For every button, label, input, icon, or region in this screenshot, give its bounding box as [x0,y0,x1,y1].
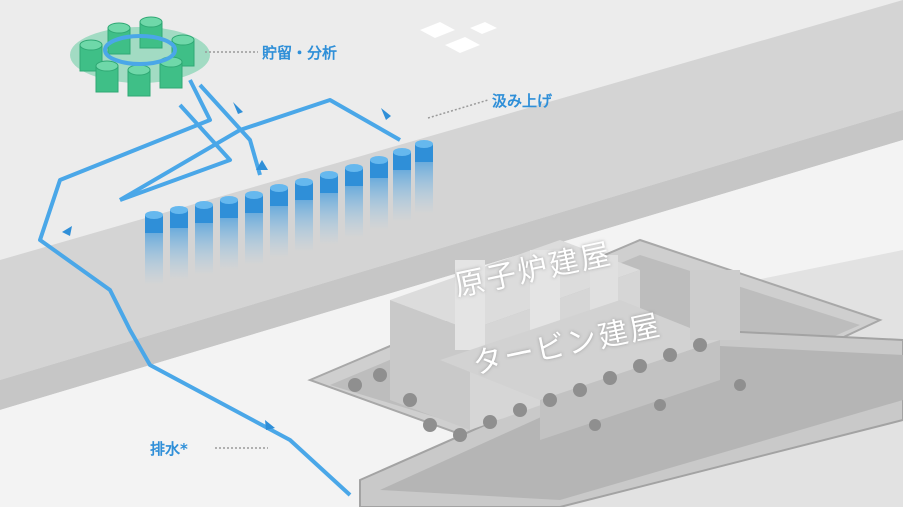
pumping-label: 汲み上げ [492,92,553,110]
storage-tanks [70,16,210,97]
storage-analysis-label: 貯留・分析 [262,44,338,62]
pumping-wells [145,140,433,285]
drainage-label: 排水* [150,440,188,458]
turbine-building [440,270,740,440]
leader-lines [205,51,489,449]
decorative-blocks [420,22,497,53]
road-band [0,0,903,380]
pipes [38,79,401,497]
power-plant [307,238,903,507]
flow-arrows [62,102,391,430]
bollards [348,338,746,442]
